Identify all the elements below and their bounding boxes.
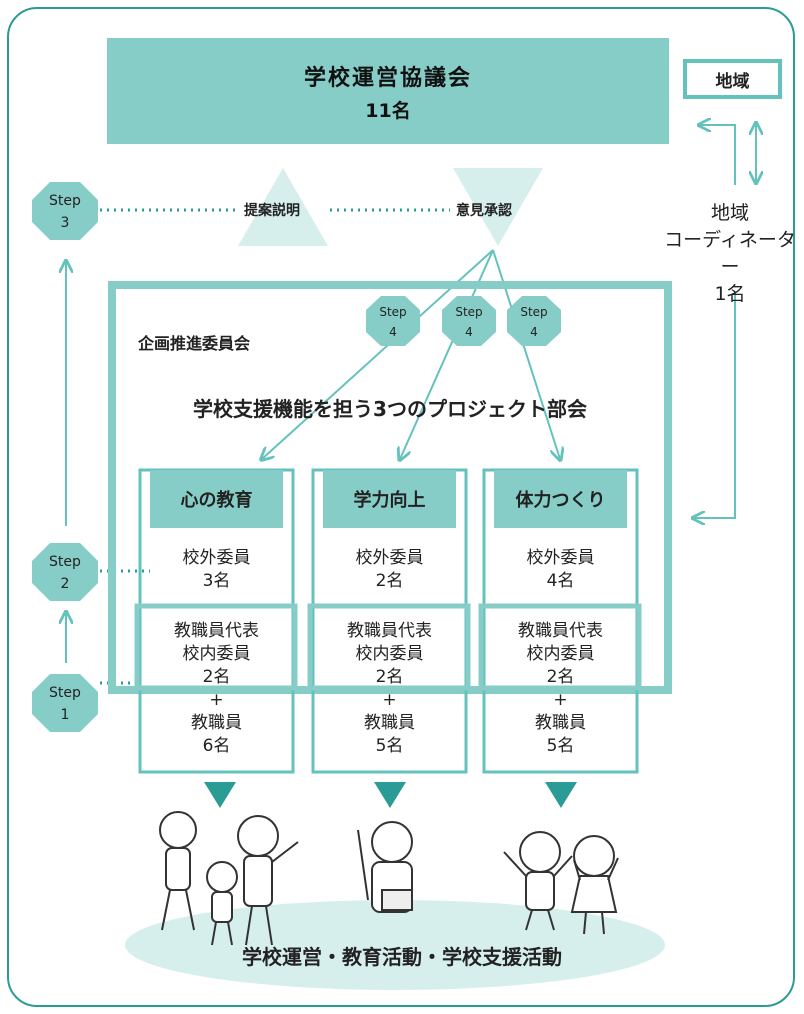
gakuryoku-internal: 教職員代表 校内委員 2名 + 教職員 5名 — [313, 620, 466, 758]
step4a-word: Step — [379, 305, 406, 319]
committee-label: 企画推進委員会 — [138, 334, 251, 353]
staff-count: 5名 — [546, 736, 575, 756]
project-header-tairyoku: 体力つくり — [494, 470, 627, 528]
internal-count: 2名 — [375, 667, 404, 687]
teacher-illustration — [357, 821, 413, 913]
approval-text: 意見承認 — [456, 203, 512, 219]
region-box: 地域 — [683, 59, 782, 99]
step4b-number: 4 — [465, 325, 473, 339]
rep-label: 教職員代表 — [174, 621, 259, 641]
staff-count: 6名 — [202, 736, 231, 756]
tairyoku-staff-frame — [478, 603, 642, 691]
staff-label: 教職員 — [535, 713, 586, 733]
step1-word: Step — [49, 685, 81, 701]
staff-label: 教職員 — [191, 713, 242, 733]
internal-count: 2名 — [202, 667, 231, 687]
coordinator-to-council-arrow — [700, 125, 736, 185]
step3-badge: Step 3 — [32, 182, 98, 240]
internal-label: 校内委員 — [526, 644, 595, 664]
external-label: 校外委員 — [355, 548, 424, 568]
school-council-box: 学校運営協議会 11名 — [107, 38, 669, 144]
external-label: 校外委員 — [526, 548, 595, 568]
coordinator-label: 地域 コーディネーター 1名 — [660, 200, 800, 308]
council-title: 学校運営協議会 — [303, 65, 472, 91]
step1-number: 1 — [61, 707, 70, 723]
proposal-text: 提案説明 — [244, 203, 300, 219]
council-members: 11名 — [365, 99, 411, 122]
children-illustration — [503, 831, 619, 935]
step3-word: Step — [49, 193, 81, 209]
step4b-word: Step — [455, 305, 482, 319]
step2-number: 2 — [61, 576, 70, 592]
kokoro-external: 校外委員 3名 — [140, 547, 293, 593]
project-header-gakuryoku: 学力向上 — [323, 470, 456, 528]
external-count: 2名 — [375, 571, 404, 591]
internal-label: 校内委員 — [182, 644, 251, 664]
coordinator-line3: 1名 — [714, 283, 746, 305]
step4c-word: Step — [520, 305, 547, 319]
tairyoku-internal: 教職員代表 校内委員 2名 + 教職員 5名 — [484, 620, 637, 758]
internal-count: 2名 — [546, 667, 575, 687]
tairyoku-down-triangle — [545, 782, 577, 808]
coordinator-line1: 地域 — [710, 202, 749, 224]
coordinator-to-committee-arrow — [694, 292, 736, 518]
staff-count: 5名 — [375, 736, 404, 756]
rep-label: 教職員代表 — [518, 621, 603, 641]
step4a-number: 4 — [389, 325, 397, 339]
gakuryoku-down-triangle — [374, 782, 406, 808]
step3-number: 3 — [61, 215, 70, 231]
project-header-kokoro: 心の教育 — [150, 470, 283, 528]
external-label: 校外委員 — [182, 548, 251, 568]
activities-label: 学校運営・教育活動・学校支援活動 — [242, 945, 562, 969]
kokoro-internal: 教職員代表 校内委員 2名 + 教職員 6名 — [140, 620, 293, 758]
step4-badge-c: Step 4 — [507, 296, 561, 346]
external-count: 3名 — [202, 571, 231, 591]
staff-label: 教職員 — [364, 713, 415, 733]
kokoro-staff-frame — [134, 603, 298, 691]
region-label: 地域 — [715, 71, 750, 92]
step2-badge: Step 2 — [32, 543, 98, 601]
plus-sign: + — [209, 690, 224, 710]
approval-triangle — [453, 168, 543, 246]
step2-word: Step — [49, 554, 81, 570]
external-count: 4名 — [546, 571, 575, 591]
tairyoku-external: 校外委員 4名 — [484, 547, 637, 593]
plus-sign: + — [553, 690, 568, 710]
outer-frame — [7, 7, 795, 1007]
projects-title: 学校支援機能を担う3つのプロジェクト部会 — [193, 397, 587, 421]
kokoro-down-triangle — [204, 782, 236, 808]
proposal-triangle — [238, 168, 328, 246]
step4-badge-b: Step 4 — [442, 296, 496, 346]
activities-ellipse — [125, 900, 665, 990]
gakuryoku-external: 校外委員 2名 — [313, 547, 466, 593]
plus-sign: + — [382, 690, 397, 710]
step1-badge: Step 1 — [32, 674, 98, 732]
step4c-number: 4 — [530, 325, 538, 339]
step4-badge-a: Step 4 — [366, 296, 420, 346]
rep-label: 教職員代表 — [347, 621, 432, 641]
family-illustration — [159, 811, 299, 946]
coordinator-line2: コーディネーター — [664, 229, 796, 278]
internal-label: 校内委員 — [355, 644, 424, 664]
gakuryoku-staff-frame — [307, 603, 471, 691]
